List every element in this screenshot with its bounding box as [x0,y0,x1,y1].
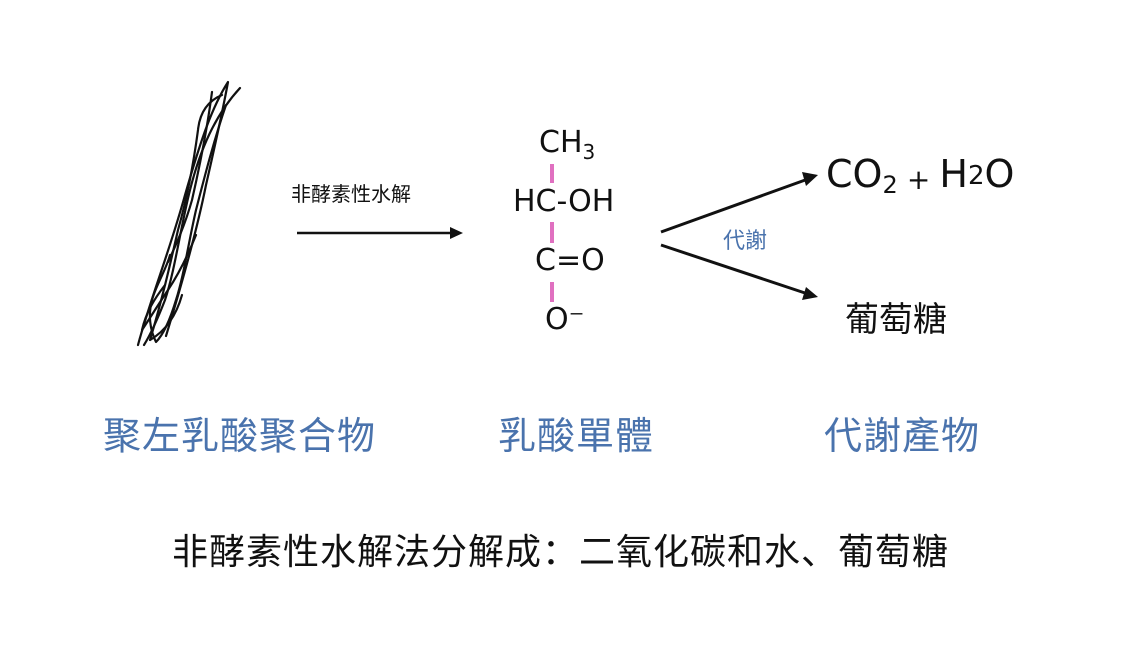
carbonyl-group: C=O [535,243,605,278]
ch3-group: CH3 [539,125,596,164]
caption-products: 代謝產物 [824,414,981,458]
arrow-to-co2 [660,177,809,234]
h2o-o: O [984,152,1015,196]
ch3-subscript: 3 [582,140,596,164]
caption-monomer: 乳酸單體 [498,414,655,458]
polymer-strand-line [140,233,198,332]
h2o-h: H [939,152,968,196]
co2-subscript: 2 [882,171,898,199]
arrow-to-glucose [660,243,809,296]
co2-h2o-formula: CO2 + H2O [826,152,1015,197]
polymer-strand-line [166,90,214,264]
carboxylate-oxygen: O⁻ [545,302,585,337]
plus-sign: + [906,163,931,196]
co2-base: CO [826,152,883,196]
h2o-2: 2 [967,161,985,191]
hc-oh-group: HC-OH [513,184,615,219]
metabolism-label: 代謝 [723,229,768,254]
ch3-base: CH [539,125,583,160]
caption-polymer: 聚左乳酸聚合物 [103,414,377,458]
summary-text: 非酵素性水解法分解成：二氧化碳和水、葡萄糖 [172,532,950,573]
polymer-strand-line [148,103,228,344]
hydrolysis-label: 非酵素性水解 [291,182,411,206]
polymer-strand-line [148,93,224,342]
glucose-label: 葡萄糖 [845,300,947,340]
